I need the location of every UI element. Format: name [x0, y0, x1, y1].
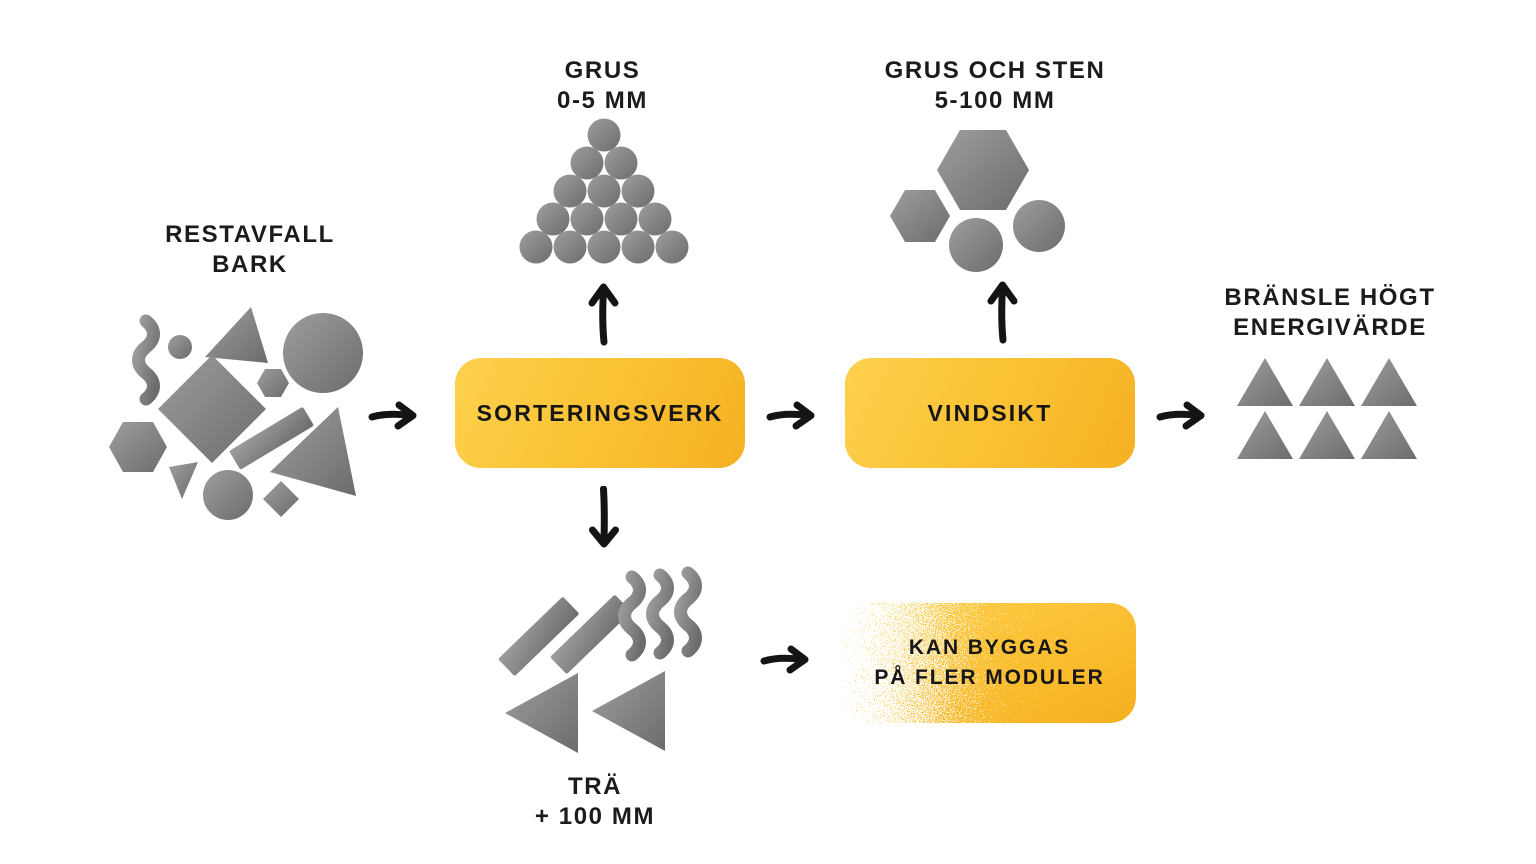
arrow-up-icon: [987, 281, 1018, 344]
grus-label-line2: 0-5 MM: [557, 86, 648, 114]
sorteringsverk-box: SORTERINGSVERK: [455, 358, 745, 468]
arrow-right-icon: [766, 401, 815, 430]
vindsikt-box: VINDSIKT: [845, 358, 1135, 468]
arrow-right-icon: [1156, 401, 1205, 430]
vindsikt-label: VINDSIKT: [927, 399, 1053, 426]
wood-pieces-icon: [498, 566, 702, 753]
sorteringsverk-label: SORTERINGSVERK: [476, 399, 724, 426]
tra-label-line1: TRÄ: [567, 773, 623, 800]
stones-icon: [890, 130, 1065, 272]
restavfall-label-line1: RESTAVFALL: [165, 221, 335, 248]
grain-texture-icon: [845, 358, 1135, 468]
bransle-label-line2: ENERGIVÄRDE: [1233, 313, 1427, 341]
restavfall-label: RESTAVFALL BARK: [110, 220, 390, 280]
bransle-label: BRÄNSLE HÖGT ENERGIVÄRDE: [1190, 283, 1470, 343]
grus-label-line1: GRUS: [564, 57, 641, 84]
bransle-label-line1: BRÄNSLE HÖGT: [1224, 284, 1436, 311]
gravel-pile-icon: [519, 118, 689, 264]
grain-texture-icon: [455, 358, 745, 468]
kan-byggas-label: KAN BYGGAS PÅ FLER MODULER: [843, 603, 1136, 723]
arrow-down-icon: [589, 486, 619, 548]
kan-byggas-box: [842, 603, 1136, 723]
kan-byggas-label-line1: KAN BYGGAS: [908, 635, 1071, 659]
fuel-triangles-icon: [1237, 358, 1417, 459]
arrow-up-icon: [588, 283, 619, 346]
mixed-waste-shapes-icon: [109, 307, 363, 520]
arrow-right-icon: [760, 645, 809, 674]
restavfall-label-line2: BARK: [212, 250, 288, 278]
tra-label: TRÄ + 100 MM: [460, 772, 730, 832]
arrow-right-icon: [368, 401, 417, 430]
grus-och-sten-label-line1: GRUS OCH STEN: [884, 57, 1106, 84]
grus-label: GRUS 0-5 MM: [470, 56, 735, 116]
kan-byggas-label-line2: PÅ FLER MODULER: [874, 666, 1105, 689]
grus-och-sten-label-line2: 5-100 MM: [934, 86, 1056, 114]
grus-och-sten-label: GRUS OCH STEN 5-100 MM: [850, 56, 1140, 116]
tra-label-line2: + 100 MM: [534, 802, 656, 830]
